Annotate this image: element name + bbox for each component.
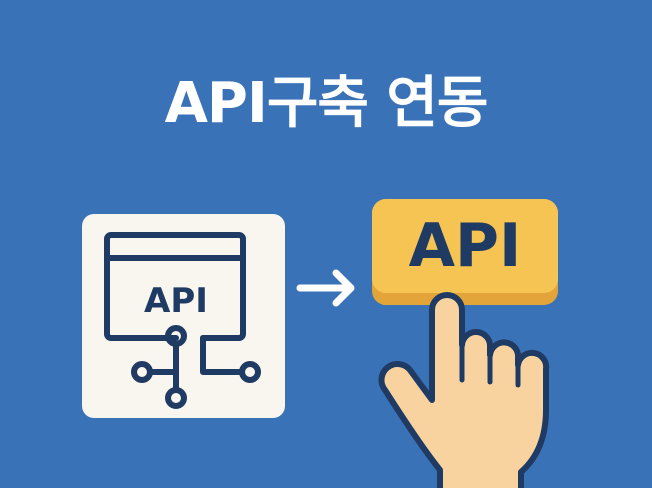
arrow-right-icon [296, 269, 355, 307]
card-api-label: API [144, 281, 208, 321]
api-window-card: API [82, 214, 285, 418]
api-window-icon: API [104, 232, 261, 409]
api-button-label: API [372, 199, 558, 293]
pointing-hand-icon [378, 292, 550, 488]
api-button[interactable]: API [372, 199, 558, 305]
page-title: API구축 연동 [164, 71, 489, 136]
